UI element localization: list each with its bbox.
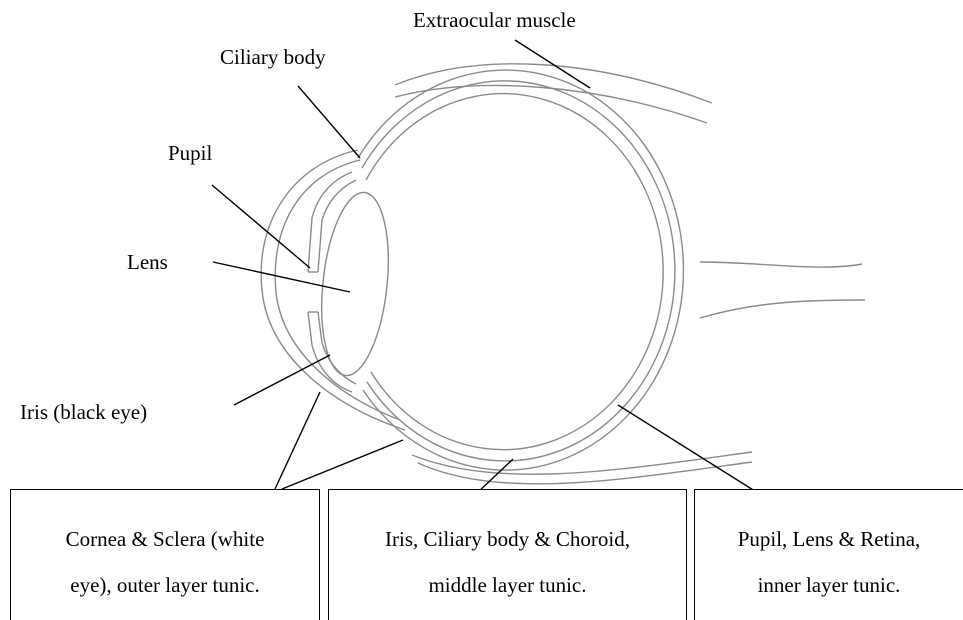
- cornea: [261, 150, 405, 430]
- middle-tunic-line1: Iris, Ciliary body & Choroid,: [385, 516, 630, 562]
- retina-layer: [366, 94, 663, 450]
- optic-nerve: [700, 262, 865, 318]
- label-lens: Lens: [127, 250, 168, 274]
- leader-cornea-to-box: [275, 392, 320, 489]
- label-ciliary-body: Ciliary body: [220, 45, 326, 69]
- leader-ciliary-body: [298, 86, 360, 158]
- iris: [308, 172, 356, 392]
- inner-tunic-box: Pupil, Lens & Retina, inner layer tunic.: [694, 489, 963, 620]
- leader-lens: [213, 262, 350, 292]
- label-pupil: Pupil: [168, 141, 213, 165]
- leader-retina-to-box: [618, 405, 758, 493]
- leader-iris: [234, 355, 330, 405]
- inner-tunic-line1: Pupil, Lens & Retina,: [738, 516, 921, 562]
- leader-pupil: [212, 185, 310, 268]
- lens: [314, 189, 397, 379]
- leader-sclera-to-box: [282, 440, 403, 489]
- choroid-layer: [362, 81, 675, 461]
- label-iris: Iris (black eye): [20, 400, 147, 424]
- outer-tunic-line2: eye), outer layer tunic.: [70, 562, 260, 608]
- middle-tunic-line2: middle layer tunic.: [428, 562, 586, 608]
- label-extraocular-muscle: Extraocular muscle: [413, 8, 576, 32]
- inner-tunic-line2: inner layer tunic.: [758, 562, 901, 608]
- middle-tunic-box: Iris, Ciliary body & Choroid, middle lay…: [328, 489, 687, 620]
- outer-tunic-line1: Cornea & Sclera (white: [66, 516, 265, 562]
- outer-tunic-box: Cornea & Sclera (white eye), outer layer…: [10, 489, 320, 620]
